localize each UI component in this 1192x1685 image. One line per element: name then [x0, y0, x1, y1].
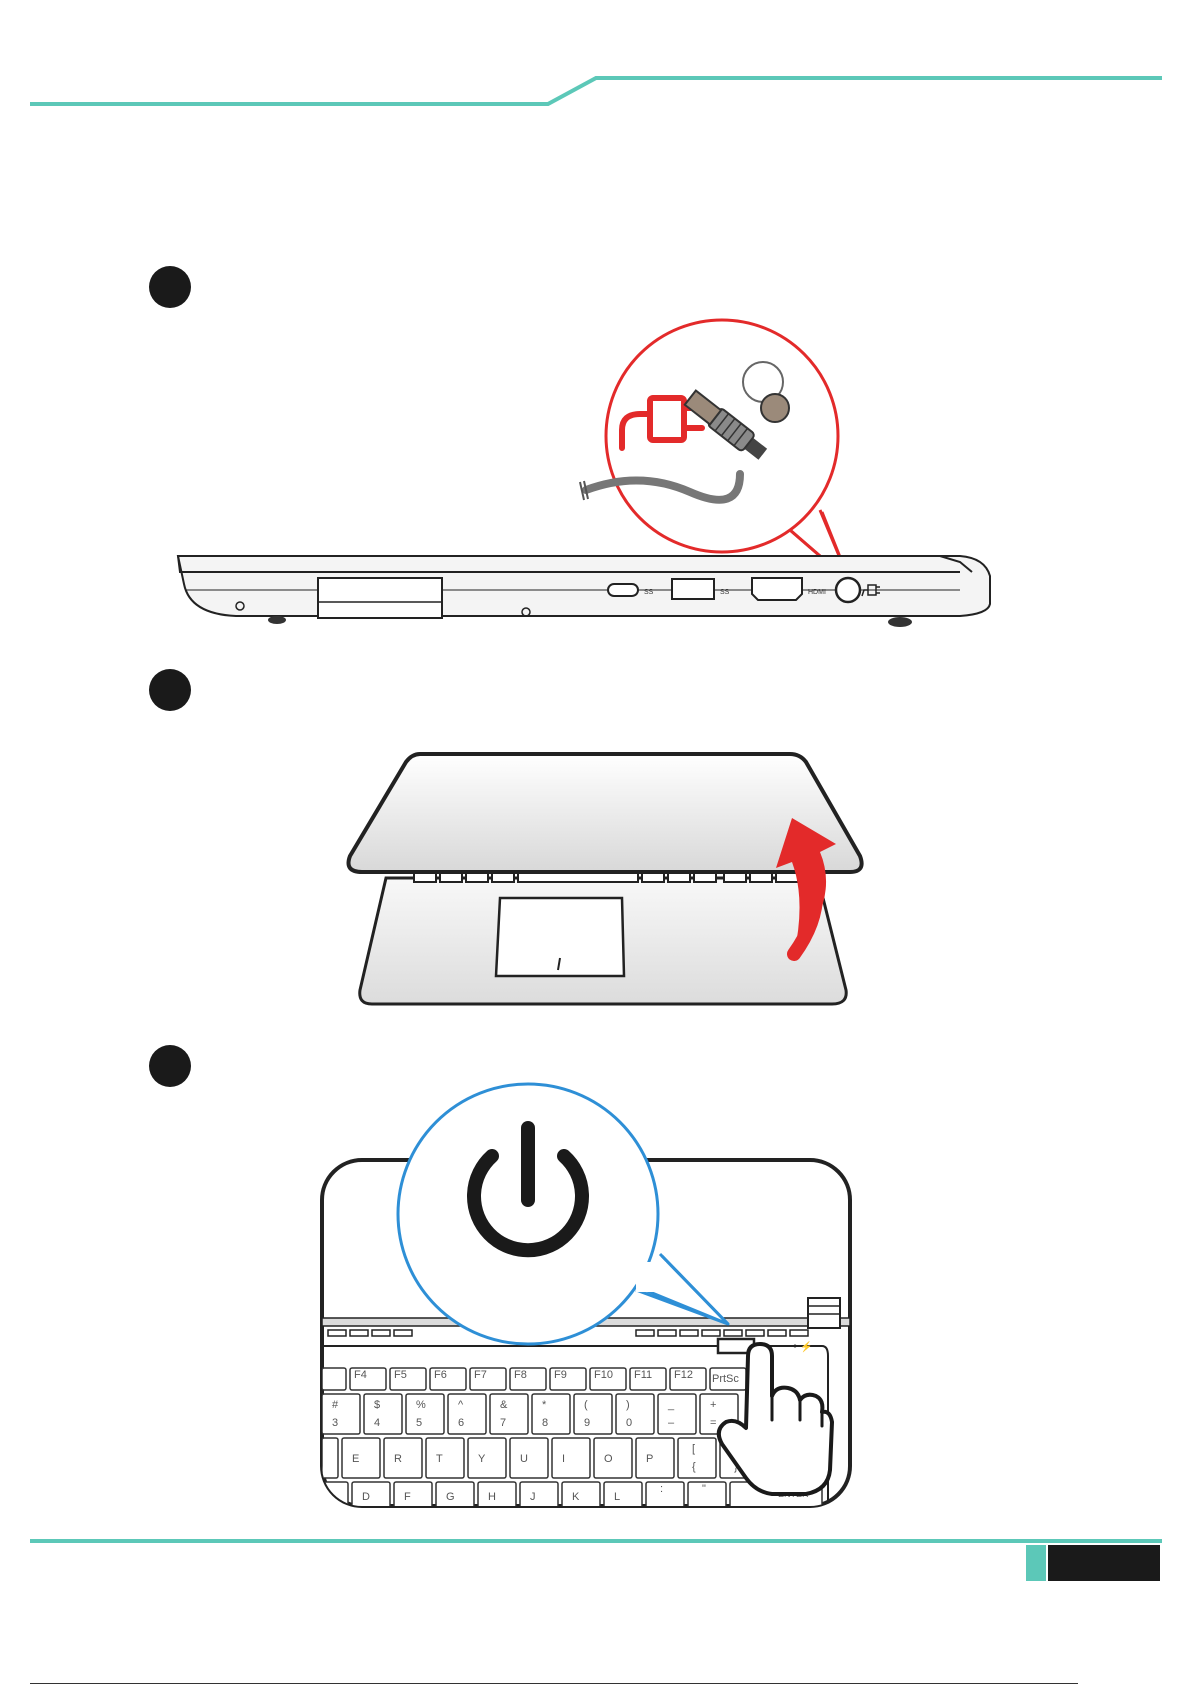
footer-accent-block [1026, 1545, 1046, 1581]
footer-accent-line [0, 0, 1192, 1560]
bottom-rule [30, 1683, 1078, 1684]
page-number-block [1048, 1545, 1160, 1581]
